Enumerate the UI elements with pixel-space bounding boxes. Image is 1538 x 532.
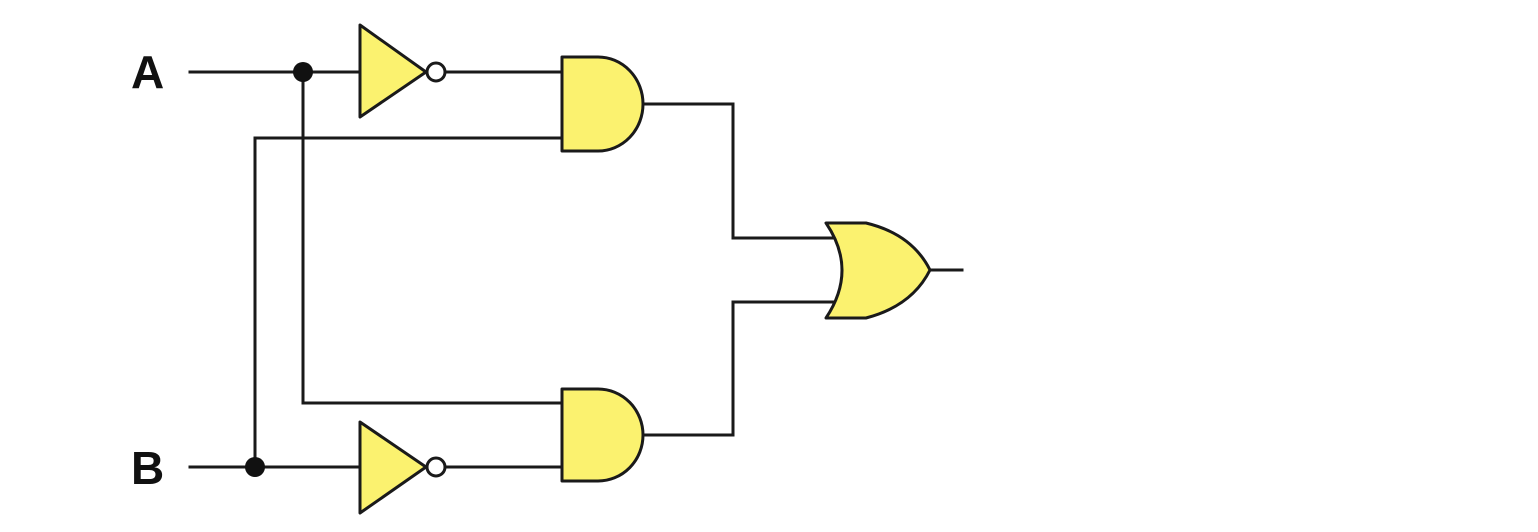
wire-b-branch [253, 136, 564, 469]
junction-dot-b [245, 457, 265, 477]
not-bubble-a [425, 61, 447, 83]
input-label-a: A [131, 46, 164, 98]
input-label-b: B [131, 442, 164, 494]
not-gate-a [358, 23, 447, 119]
or-gate [824, 221, 932, 320]
wire-and-bottom-out [642, 300, 838, 437]
junction-dot-a [293, 62, 313, 82]
wire-a-branch [301, 70, 564, 405]
not-gate-b [358, 420, 447, 515]
wires [188, 70, 964, 469]
not-bubble-b [425, 456, 447, 478]
and-gate-top [560, 55, 645, 153]
wire-and-top-out [642, 102, 838, 240]
and-gate-bottom [560, 387, 645, 483]
